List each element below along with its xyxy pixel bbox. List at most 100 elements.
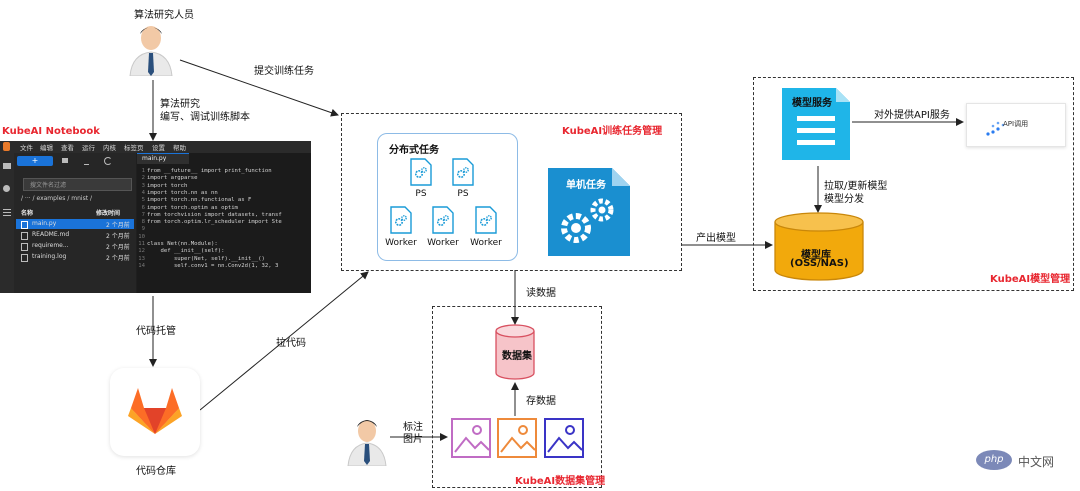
research-step-line2: 编写、调试训练脚本 [160, 112, 250, 123]
notebook-title: KubeAI Notebook [2, 126, 100, 137]
training-management-box [341, 113, 682, 271]
pull-update-line2: 模型分发 [824, 194, 864, 205]
dataset-management-title: KubeAI数据集管理 [515, 476, 606, 487]
line-number: 13 [138, 255, 145, 262]
code-line: from torch.optim.lr_scheduler import Ste [147, 219, 282, 226]
column-modified-header[interactable]: 修改时间 [96, 210, 121, 217]
line-number: 7 [141, 211, 145, 218]
folder-icon[interactable] [3, 163, 11, 169]
line-number: 2 [141, 175, 145, 182]
file-icon [21, 254, 28, 262]
file-search-input[interactable]: 搜文件名过滤 [23, 178, 132, 191]
notebook-window: 文件 编辑 查看 运行 内核 标签页 设置 帮助 + 搜文件名过滤 / ··· … [0, 141, 311, 293]
model-repo-line1: 模型库 [801, 250, 831, 261]
image-icon [451, 418, 491, 458]
file-row[interactable]: main.py 2 个月前 [16, 219, 134, 229]
arrow-submit-task [179, 59, 339, 117]
api-call-label: API调用 [1003, 120, 1029, 128]
menu-view[interactable]: 查看 [61, 144, 74, 152]
worker-label: Worker [470, 238, 502, 248]
code-line: super(Net, self).__init__() [147, 255, 265, 262]
ps-node-icon [410, 158, 432, 186]
model-management-box [753, 77, 1074, 291]
code-line: from torchvision import datasets, transf [147, 211, 282, 218]
menu-help[interactable]: 帮助 [173, 144, 186, 152]
tab-main-py[interactable]: main.py [137, 153, 189, 164]
notebook-sidebar [0, 153, 14, 293]
file-modified: 2 个月前 [106, 222, 130, 229]
watermark-text: 中文网 [1018, 455, 1055, 469]
image-icon [497, 418, 537, 458]
menu-tabs[interactable]: 标签页 [124, 144, 144, 152]
provide-api-label: 对外提供API服务 [874, 110, 950, 121]
single-task-title: 单机任务 [566, 180, 606, 191]
line-number: 5 [141, 197, 145, 204]
file-icon [21, 243, 28, 251]
labeler-label-line2: 图片 [403, 434, 423, 445]
editor-tab-label: main.py [142, 155, 167, 162]
file-row[interactable]: requireme...2 个月前 [16, 241, 134, 251]
upload-icon[interactable] [84, 158, 89, 165]
ps-label: PS [457, 189, 469, 199]
menu-kernel[interactable]: 内核 [103, 144, 116, 152]
code-line: import argparse [147, 175, 198, 182]
refresh-icon[interactable] [104, 157, 112, 165]
line-number: 6 [141, 204, 145, 211]
produce-model-label: 产出模型 [696, 233, 736, 244]
distributed-task-title: 分布式任务 [389, 145, 439, 156]
menu-file[interactable]: 文件 [20, 144, 33, 152]
line-number: 12 [138, 248, 145, 255]
code-line: import torch.nn as nn [147, 189, 218, 196]
store-data-label: 存数据 [526, 396, 556, 407]
researcher-label: 算法研究人员 [134, 10, 194, 21]
model-repo-db-icon [774, 212, 864, 281]
new-folder-icon[interactable] [62, 158, 68, 163]
jupyter-logo-icon [3, 142, 10, 151]
file-modified: 2 个月前 [106, 233, 130, 240]
gitlab-logo-icon [128, 388, 182, 434]
worker-label: Worker [385, 238, 417, 248]
worker-node-icon [390, 206, 412, 234]
research-step-line1: 算法研究 [160, 99, 200, 110]
pull-code-label: 拉代码 [276, 338, 306, 349]
notebook-menubar: 文件 编辑 查看 运行 内核 标签页 设置 帮助 [0, 141, 311, 153]
distributed-task-panel [377, 133, 518, 261]
ps-node-icon [452, 158, 474, 186]
column-name-header[interactable]: 名称 [21, 210, 34, 217]
file-icon [21, 221, 28, 229]
code-line: import torch [147, 182, 188, 189]
code-line: import torch.nn.functional as F [147, 197, 252, 204]
worker-node-icon [432, 206, 454, 234]
watermark-logo: php [976, 450, 1012, 470]
single-task-icon [548, 168, 630, 256]
menu-settings[interactable]: 设置 [152, 144, 165, 152]
breadcrumb[interactable]: / ··· / examples / mnist / [21, 195, 92, 202]
dataset-db-icon [495, 324, 535, 380]
line-number: 4 [141, 189, 145, 196]
menu-run[interactable]: 运行 [82, 144, 95, 152]
line-number: 10 [138, 233, 145, 240]
image-icon [544, 418, 584, 458]
training-management-title: KubeAI训练任务管理 [562, 126, 663, 137]
pull-update-line1: 拉取/更新模型 [824, 181, 888, 192]
model-repo-line2: (OSS/NAS) [790, 258, 849, 269]
code-hosting-label: 代码托管 [136, 326, 176, 337]
file-icon [21, 232, 28, 240]
running-icon[interactable] [3, 185, 10, 192]
arrow-pull-code [199, 271, 369, 411]
file-name: main.py [32, 220, 57, 227]
new-launcher-button[interactable]: + [17, 156, 53, 166]
model-management-title: KubeAI模型管理 [990, 274, 1071, 285]
file-search-placeholder: 搜文件名过滤 [30, 182, 67, 189]
researcher-avatar-icon [129, 26, 173, 76]
menu-edit[interactable]: 编辑 [40, 144, 53, 152]
read-data-label: 读数据 [526, 288, 556, 299]
line-number: 9 [141, 226, 145, 233]
ps-label: PS [415, 189, 427, 199]
commands-icon[interactable] [3, 209, 11, 210]
